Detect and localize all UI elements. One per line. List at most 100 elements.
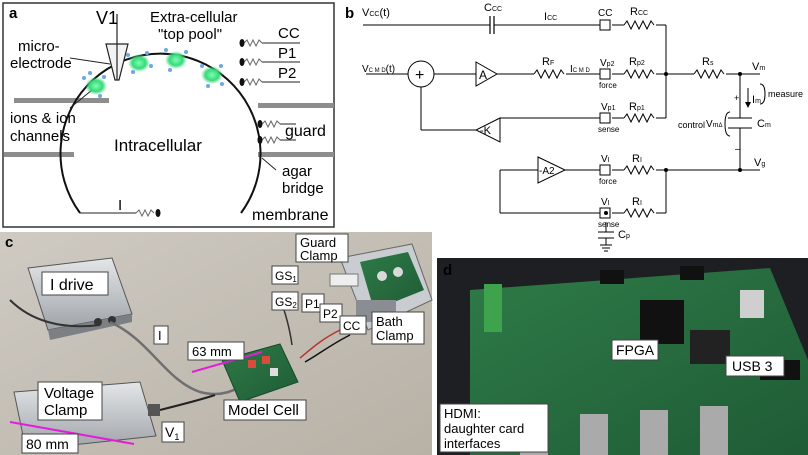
plus-sign-label: + [734,93,739,103]
rp1-label: R [629,101,637,113]
summing-junction [407,60,435,88]
agar-label: agar [282,163,312,180]
p2-label: P2 [278,65,296,82]
svg-text:Vg: Vg [754,157,765,169]
resistor-rp1 [623,112,655,124]
vg-label: V [754,157,762,169]
ion-dots [82,48,224,98]
summing-plus: + [415,67,424,84]
panel-d: d FPGA USB 3 HDMI: daughter card interfa… [437,258,808,455]
amplifier-a2 [537,156,567,184]
mm63-label: 63 mm [192,344,232,359]
hdmi-port-4 [700,406,728,455]
vp2-label: V [600,58,607,69]
ion-channel-glow [165,51,187,69]
svg-text:VI: VI [601,197,610,208]
vp1-label: V [601,102,608,113]
p1-label-box [301,293,325,313]
usb3-label-box [725,355,785,377]
rp2-label: R [629,56,637,68]
resistor-rp2 [623,68,655,80]
minus-sign-label: – [735,144,741,155]
amplifier-k-label: -K [480,125,492,137]
im-label: I [752,94,755,106]
gs2-label: GS [275,295,292,309]
force-label-1: force [599,81,617,90]
amplifier-a2-label: -A2 [539,166,555,177]
i-cable-label: I [158,328,162,343]
v1-label: V1 [96,8,118,28]
bath-clamp-label-2: Clamp [376,328,414,343]
bridge-label: bridge [282,180,324,197]
ri2-label: R [632,196,640,208]
ports [599,19,611,219]
ion-channel-glow [85,77,107,95]
vm-label: V [752,61,760,73]
resistor-rs [693,68,725,80]
i-drive-label-box [41,271,109,296]
gs2-label-box [271,291,299,311]
chip [690,330,730,364]
cc-photo-label: CC [343,319,361,333]
resistor-ri1 [623,164,655,176]
svg-text:CCC: CCC [484,2,502,14]
svg-text:GS1: GS1 [275,269,297,284]
junctions [604,72,742,215]
guard-electrodes [257,119,296,171]
svg-text:Vm: Vm [752,61,765,73]
svg-text:V1: V1 [165,424,179,442]
svg-text:VCC(t): VCC(t) [362,7,390,19]
guard-clamp-label-2: Clamp [300,248,338,263]
micro-label: micro- [18,38,60,55]
circuit-labels: VCC(t) CCC ICC CC RCC VC M D(t) RF IC M … [362,2,803,241]
sense-label-2: sense [598,220,620,229]
ri1-label: R [632,153,640,165]
svg-text:VI: VI [601,154,610,165]
voltage-clamp-label-box [37,381,103,421]
hdmi-label-3: interfaces [444,436,501,451]
cc-port-label: CC [598,8,612,19]
i-label: I [118,197,122,214]
force-label-2: force [599,177,617,186]
svg-text:ICC: ICC [544,11,557,23]
extracellular-label: Extra-cellular [150,9,238,26]
mm63-label-box [187,341,245,361]
header-2 [680,266,704,280]
vcmd-label: V [362,64,369,75]
panel-c-letter: c [5,234,13,251]
left-upper-bar [14,98,109,103]
icc-label: I [544,11,547,23]
measure-brace [759,83,766,105]
fpga-label: FPGA [616,342,655,358]
p2-photo-label: P2 [323,307,338,321]
svg-text:RCC: RCC [630,6,648,18]
cell-membrane [59,52,262,214]
guard-clamp-label-1: Guard [300,235,336,250]
control-label: control [678,120,705,130]
panel-a: a [2,2,335,228]
capacitor-ccc [489,16,495,34]
electrode-leader-line [69,57,111,65]
control-brace [724,111,731,137]
mm80-label: 80 mm [26,436,69,452]
cc-cable [304,334,351,363]
model-cell-label: Model Cell [228,402,299,419]
svg-text:VmΔ: VmΔ [706,119,723,130]
resistor-ri2 [623,207,655,219]
icmd-label: I [570,64,573,75]
svg-text:Vp1: Vp1 [601,102,616,113]
svg-text:RI: RI [632,196,642,208]
panel-a-letter: a [9,5,18,22]
vmd-label: V [706,119,713,130]
right-upper-bar [258,103,334,108]
v1-cable-label-box [161,421,185,443]
intracellular-label: Intracellular [114,136,202,155]
right-electrodes [239,38,300,87]
i-electrode [80,208,161,218]
guard-clamp-label-box [295,233,349,263]
usb3-label: USB 3 [732,358,773,374]
ion-channel-glow [201,66,223,84]
mm63-measure-line [191,351,263,373]
hdmi-port-3 [640,410,668,455]
p1-photo-label: P1 [305,297,320,311]
